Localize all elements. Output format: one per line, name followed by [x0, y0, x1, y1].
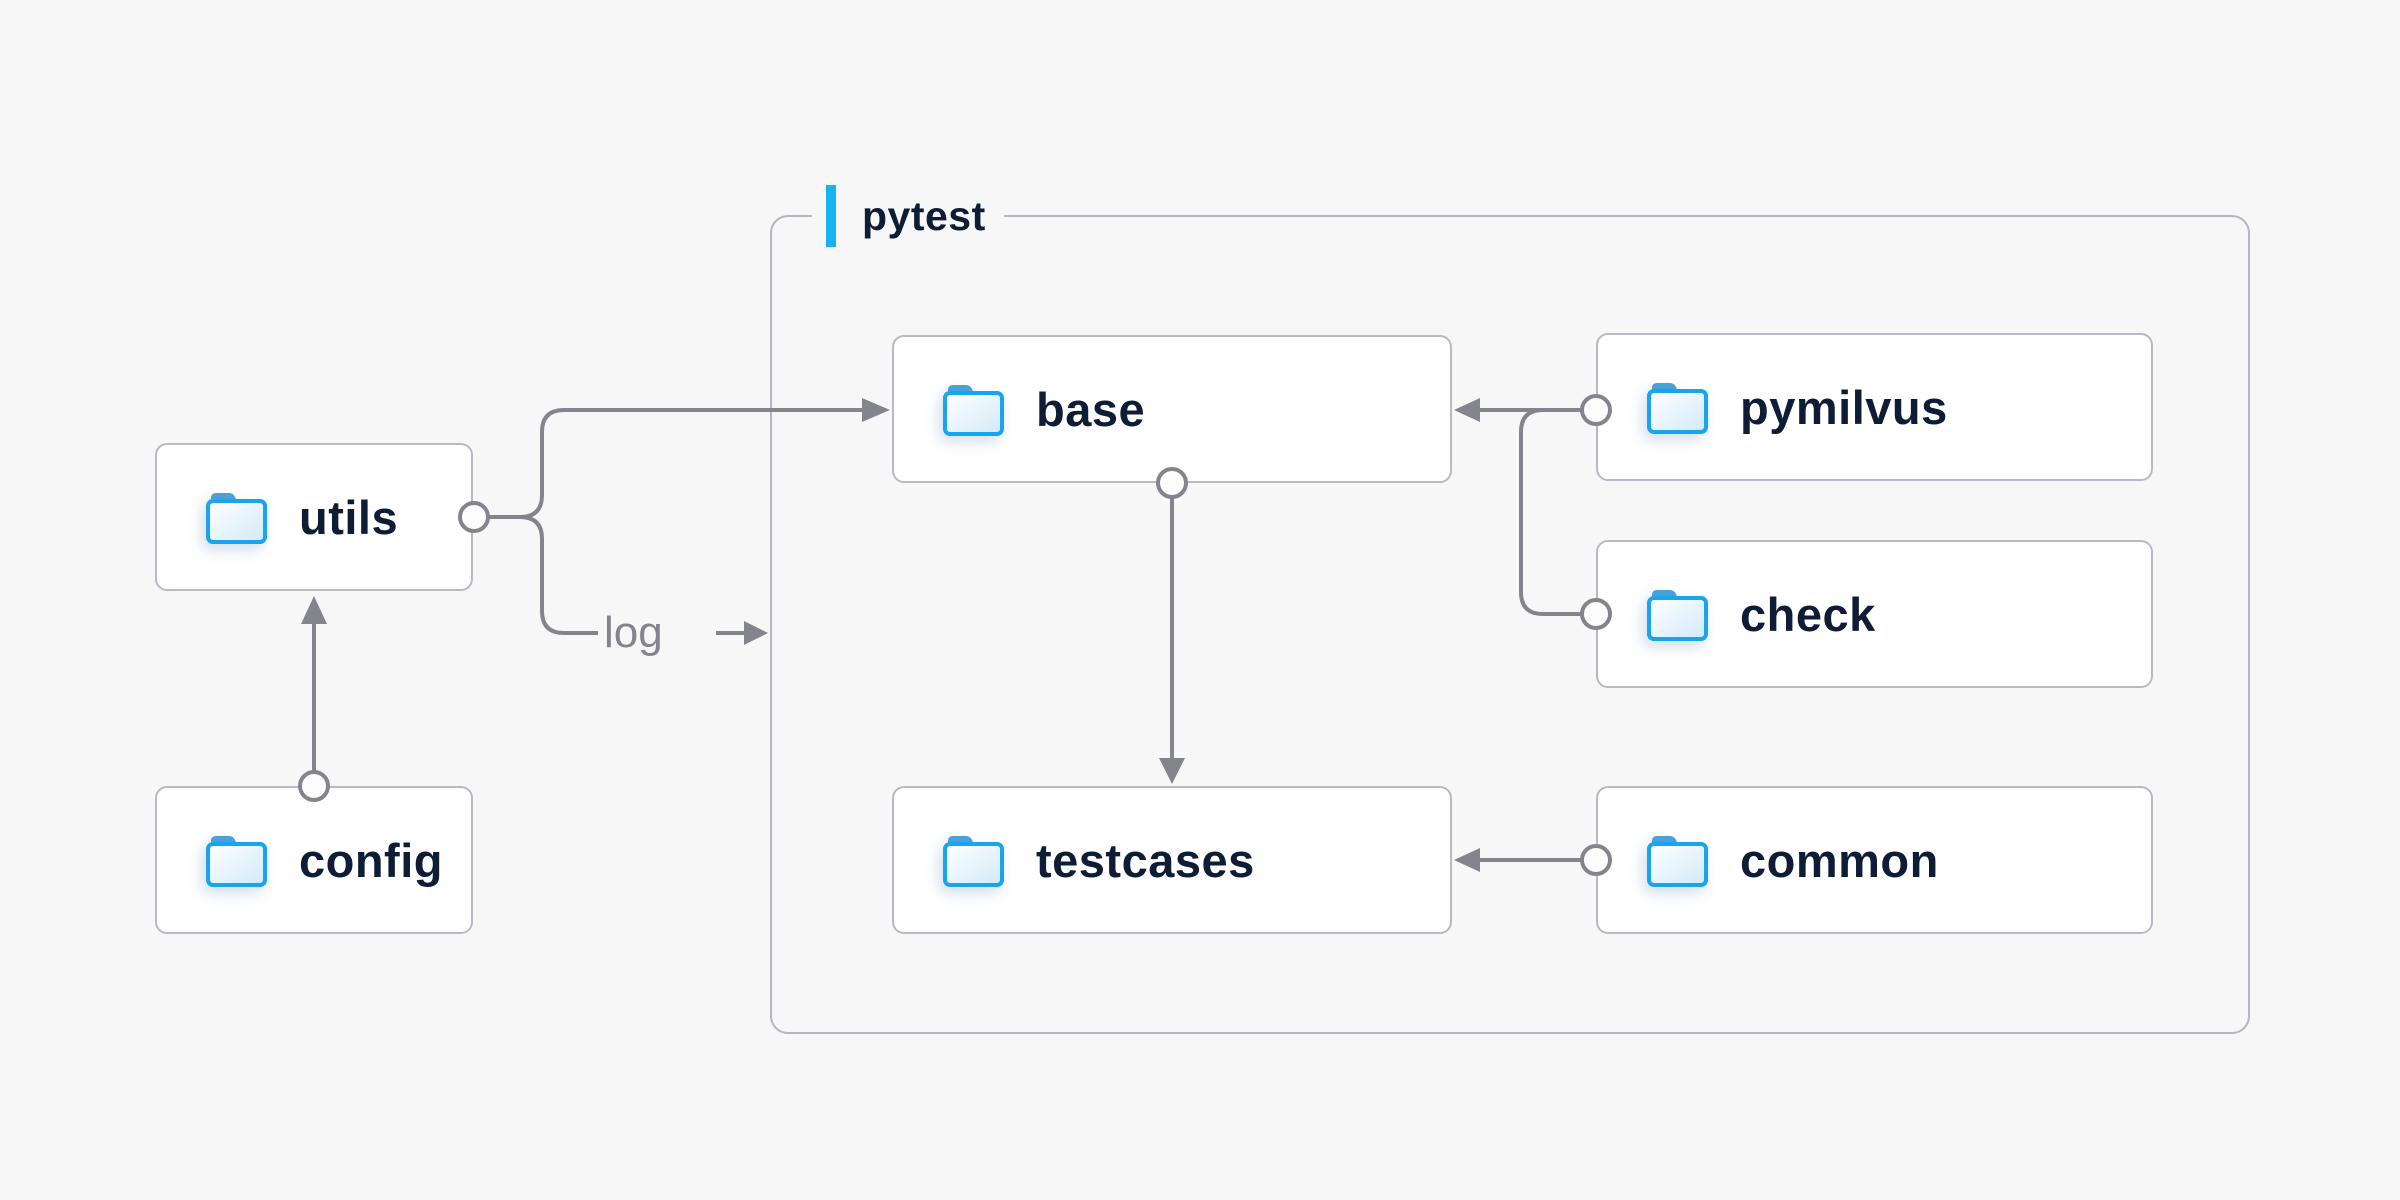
edge-utils-log	[519, 515, 598, 635]
pytest-group-header: pytest	[812, 185, 1004, 247]
node-label: pymilvus	[1740, 380, 1948, 434]
arrowhead-up-icon	[301, 596, 327, 624]
folder-icon	[203, 833, 269, 887]
log-edge-label: log	[604, 608, 663, 657]
folder-icon	[1644, 833, 1710, 887]
pytest-group	[770, 215, 2250, 1034]
node-base: base	[892, 335, 1452, 483]
node-label: check	[1740, 587, 1876, 641]
node-utils: utils	[155, 443, 473, 591]
folder-icon	[1644, 380, 1710, 434]
node-pymilvus: pymilvus	[1596, 333, 2153, 481]
node-label: testcases	[1036, 833, 1255, 887]
node-testcases: testcases	[892, 786, 1452, 934]
folder-icon	[1644, 587, 1710, 641]
node-config: config	[155, 786, 473, 934]
accent-bar-icon	[826, 185, 836, 247]
node-label: config	[299, 833, 443, 887]
node-common: common	[1596, 786, 2153, 934]
arrowhead-right-icon	[744, 621, 768, 645]
node-label: utils	[299, 490, 399, 544]
node-label: base	[1036, 382, 1146, 436]
node-label: common	[1740, 833, 1939, 887]
folder-icon	[940, 382, 1006, 436]
pytest-group-title: pytest	[862, 193, 986, 239]
folder-icon	[203, 490, 269, 544]
node-check: check	[1596, 540, 2153, 688]
folder-icon	[940, 833, 1006, 887]
